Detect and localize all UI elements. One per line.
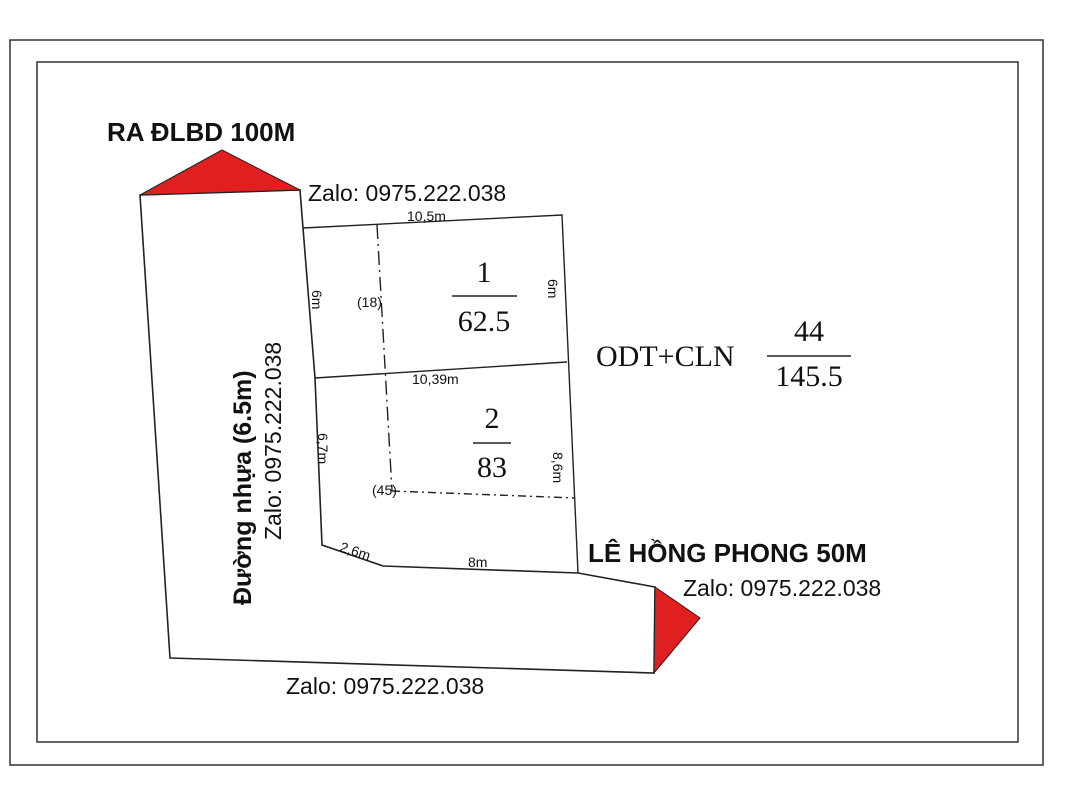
inner-frame [36,61,1019,743]
lot-divider-middle [314,361,568,379]
setback-line-dashed [376,224,393,492]
lot2-area: 83 [477,451,507,484]
zalo-side: Zalo: 0975.222.038 [260,342,286,540]
zalo-bottom: Zalo: 0975.222.038 [286,673,484,699]
dim-bottom-width: 8m [468,554,487,570]
road-outline [139,189,656,674]
land-use-numerator: 44 [794,315,824,348]
lot2-number: 2 [485,402,500,435]
east-arrow-icon [653,586,701,675]
lot2-extra-area: (45) [372,482,397,498]
lot-boundary [302,214,579,574]
north-road-heading: RA ĐLBD 100M [107,117,295,147]
south-road-heading: LÊ HỒNG PHONG 50M [588,538,867,568]
zalo-top: Zalo: 0975.222.038 [308,180,506,206]
zalo-right: Zalo: 0975.222.038 [683,575,881,601]
lot2-bottom-dashed [391,490,576,499]
land-use-code: ODT+CLN [596,340,735,373]
lot1-extra-area: (18) [357,294,382,310]
dim-lot2-right: 8,6m [550,452,566,483]
land-use-denominator: 145.5 [775,360,843,393]
dim-corner-cut: 2,6m [338,539,373,564]
outer-frame [9,39,1044,766]
lot1-area: 62.5 [458,305,511,338]
north-arrow-icon [139,149,301,196]
dim-lot1-right: 6m [545,279,561,298]
dim-top-width: 10,5m [407,208,446,224]
side-road-label: Đường nhựa (6.5m) [229,370,257,605]
dim-lot2-left: 6,7m [315,433,331,464]
lot1-number: 1 [477,256,492,289]
dim-middle-width: 10,39m [412,371,459,387]
dim-lot1-left: 6m [309,290,325,309]
